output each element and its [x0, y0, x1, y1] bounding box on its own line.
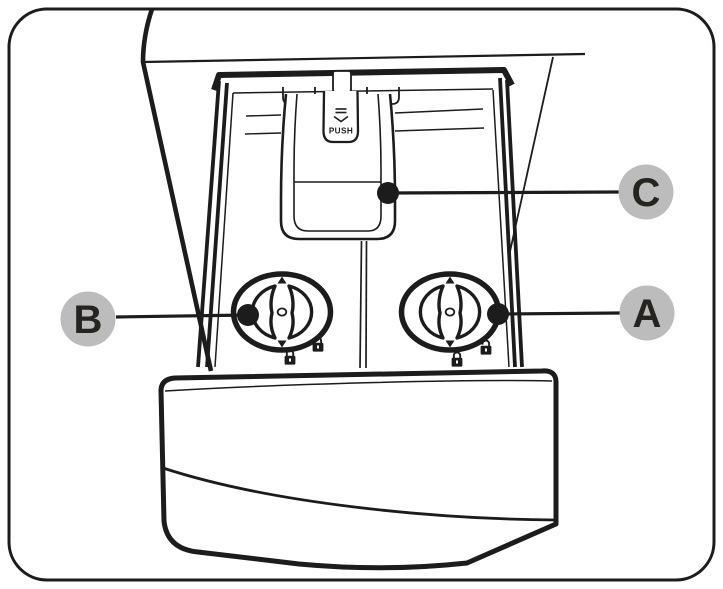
callout-a-leader: [497, 311, 621, 316]
callout-c: C: [377, 164, 674, 220]
callout-b-circle: [60, 291, 116, 347]
drawer-front: [158, 368, 559, 571]
drawer-panel: PUSH: [234, 70, 499, 369]
divider-line: [359, 240, 363, 369]
callout-c-label: C: [632, 171, 661, 215]
drawer-front-top-line: [164, 379, 553, 392]
callout-b: B: [60, 291, 259, 347]
frame-right-outer: [505, 79, 524, 368]
panel-left-line: [214, 92, 234, 368]
frame-left-inner: [205, 82, 229, 368]
detergent-compartment: [279, 93, 397, 241]
callout-a-dot: [487, 303, 509, 325]
callout-a-circle: [619, 285, 675, 341]
frame-right-inner: [498, 77, 517, 368]
groove-line: [394, 108, 484, 114]
groove-line: [245, 114, 282, 117]
callout-c-circle: [618, 164, 674, 220]
machine-top-edge: [142, 52, 586, 64]
detergent-cup-inner: [293, 93, 382, 232]
callout-b-leader: [115, 313, 249, 319]
callout-a: A: [487, 285, 675, 341]
dial-right: [402, 274, 499, 350]
drawer-front-outline: [158, 368, 559, 571]
push-tab-label: PUSH: [329, 127, 353, 136]
latch-tab: [332, 70, 352, 93]
push-tab: PUSH: [322, 90, 360, 144]
callouts: B A C: [60, 164, 675, 347]
push-tab-body: [322, 90, 360, 144]
divider-line: [365, 240, 368, 369]
panel-top-line: [232, 88, 494, 94]
frame-top-bar: [211, 67, 515, 91]
frame-left-outer: [196, 80, 221, 368]
groove-line: [394, 127, 485, 132]
callout-c-dot: [377, 182, 399, 204]
groove-line: [244, 132, 282, 135]
callout-c-leader: [387, 190, 621, 195]
callout-a-label: A: [633, 292, 662, 336]
callout-b-dot: [237, 304, 259, 326]
drawer-handle-groove: [162, 466, 557, 522]
callout-b-label: B: [74, 298, 103, 342]
lines-chevron-down-icon: [333, 108, 349, 123]
